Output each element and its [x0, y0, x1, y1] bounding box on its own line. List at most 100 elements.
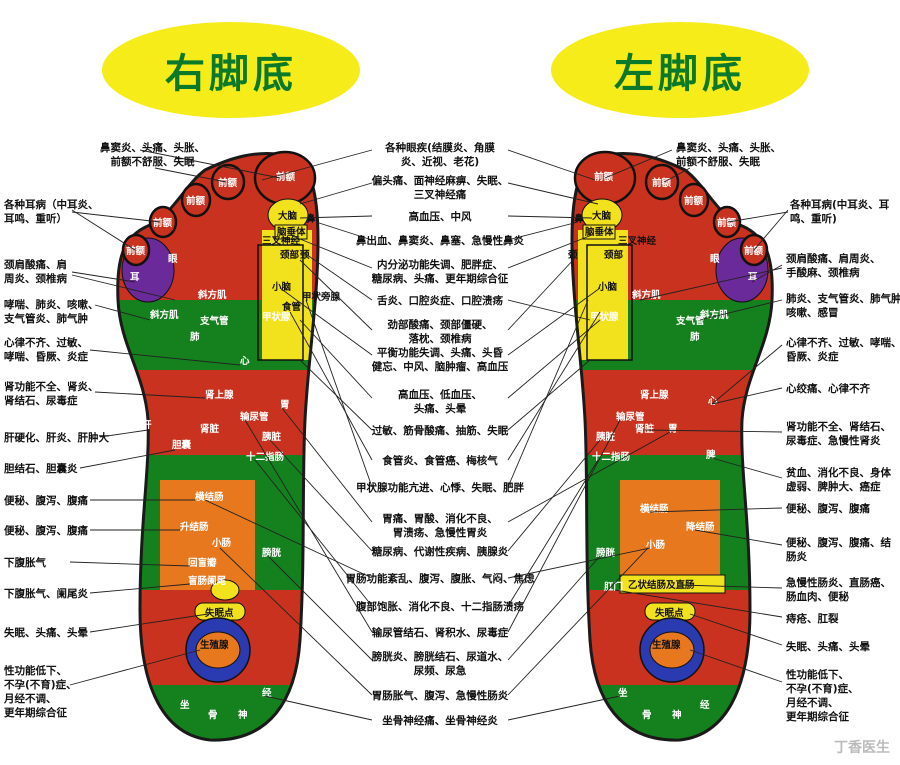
- zone-left-eye: 眼: [710, 254, 720, 265]
- zone-right-thyroid: 甲状腺: [262, 311, 291, 323]
- zone-right-pancreas: 胰脏: [262, 431, 282, 443]
- label-center-06: 舌炎、口腔炎症、口腔溃疡: [377, 295, 503, 307]
- zone-left-heart: 心: [708, 396, 718, 407]
- zone-left-bronchus: 支气管: [675, 315, 705, 327]
- label-center-07: 劲部酸痛、颈部僵硬、落枕、颈椎病: [387, 319, 493, 345]
- label-left-05: 心律不齐、过敏、哮喘、昏厥、炎症: [4, 337, 88, 363]
- zone-right-trapezius-1: 斜方肌: [197, 289, 227, 301]
- zone-right-bladder: 膀胱: [261, 547, 282, 559]
- label-left-02: 各种耳病（中耳炎、耳鸣、重听）: [4, 199, 99, 225]
- label-center-20: 坐骨神经痛、坐骨神经炎: [382, 715, 498, 727]
- label-center-18: 膀胱炎、膀胱结石、尿道水、尿频、尿急: [371, 651, 509, 677]
- zone-right-bronchus: 支气管: [199, 315, 229, 327]
- zone-left-trigeminal: 三叉神经: [618, 235, 657, 247]
- zone-left-sciatic-1: 坐: [618, 687, 628, 699]
- zone-right-forehead-2: 前额: [218, 177, 238, 189]
- zone-right-heart: 心: [240, 356, 250, 367]
- zone-right-forehead-5: 前额: [126, 245, 146, 257]
- right-sole-title-text: 右脚底: [165, 51, 297, 97]
- label-right-14: 性功能低下、不孕(不育)症、月经不调、更年期综合征: [786, 669, 859, 723]
- label-center-12: 甲状腺功能亢进、心悸、失眠、肥胖: [356, 482, 524, 494]
- label-center-17: 输尿管结石、肾积水、尿毒症: [371, 627, 509, 639]
- label-left-12: 下腹胀气、阑尾炎: [4, 588, 88, 600]
- label-right-02: 各种耳病(中耳炎、耳鸣、重听): [790, 199, 890, 225]
- label-left-07: 肝硬化、肝炎、肝肿大: [4, 432, 109, 444]
- zone-right-eye: 眼: [168, 254, 178, 265]
- zone-left-neck-region: 颈部: [603, 249, 624, 261]
- zone-left-cerebellum: 小脑: [597, 281, 618, 293]
- zone-left-sciatic-2: 骨: [642, 710, 652, 721]
- zone-left-gonad: 生殖腺: [652, 639, 681, 651]
- zone-left-pancreas: 胰脏: [596, 431, 616, 443]
- label-left-01: 鼻窦炎、头痛、头胀、前额不舒服、失眠: [100, 142, 205, 168]
- label-right-06: 心绞痛、心律不齐: [786, 383, 870, 395]
- zone-left-brain: 大脑: [592, 210, 612, 222]
- zone-left-transverse-colon: 横结肠: [640, 503, 669, 515]
- zone-left-neck: 颈: [567, 250, 578, 261]
- label-center-16: 腹部饱胀、消化不良、十二指肠溃疡: [356, 601, 524, 613]
- zone-left-ear: 耳: [748, 272, 758, 283]
- watermark: 丁香医生: [834, 740, 890, 756]
- label-left-09: 便秘、腹泻、腹痛: [4, 495, 88, 507]
- left-sole-title-text: 左脚底: [614, 51, 746, 97]
- zone-right-ileocecal-valve: 回盲瓣: [188, 557, 217, 569]
- label-right-05: 心律不齐、过敏、哮喘、昏厥、炎症: [786, 337, 900, 363]
- zone-right-cerebellum: 小脑: [271, 281, 292, 293]
- zone-left-forehead-3: 前额: [684, 195, 704, 207]
- label-center-02: 偏头痛、面神经麻痹、失眠、三叉神经痛: [371, 175, 509, 201]
- label-right-12: 痔疮、肛裂: [786, 613, 839, 625]
- zone-right-ureter: 输尿管: [240, 411, 269, 423]
- label-left-13: 失眠、头痛、头晕: [4, 627, 88, 639]
- label-left-10: 便秘、腹泻、腹痛: [4, 525, 88, 537]
- zone-right-cecum-appendix: 盲肠阑尾: [188, 575, 227, 587]
- label-left-03: 颈肩酸痛、肩周炎、颈椎病: [4, 259, 67, 285]
- zone-left-small-intestine: 小肠: [645, 539, 666, 551]
- zone-left-forehead-5: 前额: [744, 245, 764, 257]
- label-left-08: 胆结石、胆囊炎: [4, 463, 78, 475]
- left-foot: 前额 前额 前额 前额 前额 大脑 脑垂体 鼻 颈 眼 耳 斜方肌 斜方肌 肺 …: [567, 150, 774, 742]
- label-left-11: 下腹胀气: [4, 557, 46, 569]
- zone-left-descending-colon: 降结肠: [686, 521, 715, 533]
- right-sole-title: 右脚底: [102, 22, 360, 118]
- label-right-08: 贫血、消化不良、身体虚弱、脾肿大、癌症: [786, 467, 891, 493]
- zone-left-trapezius-1: 斜方肌: [631, 289, 661, 301]
- zone-right-nose: 鼻: [306, 213, 316, 225]
- zone-right-insomnia-point: 失眠点: [205, 607, 234, 619]
- zone-right-brain: 大脑: [278, 210, 298, 222]
- label-center-19: 胃肠胀气、腹泻、急慢性肠炎: [371, 690, 509, 702]
- zone-right-gallbladder: 胆囊: [172, 439, 192, 451]
- zone-right-parathyroid: 甲状旁腺: [302, 291, 341, 303]
- label-right-01: 鼻窦炎、头痛、头胀、前额不舒服、失眠: [676, 142, 781, 168]
- zone-left-thyroid: 甲状腺: [590, 311, 619, 323]
- zone-right-forehead-3: 前额: [186, 195, 206, 207]
- zone-left-lung: 肺: [689, 331, 700, 343]
- zone-right-transverse-colon: 横结肠: [195, 491, 224, 503]
- zone-right-liver: 肝: [142, 420, 152, 431]
- zone-left-sciatic-4: 经: [700, 699, 710, 711]
- zone-right-sciatic-3: 神: [238, 709, 248, 721]
- zone-right-forehead-1: 前额: [276, 171, 296, 183]
- zone-right-ear: 耳: [130, 272, 140, 283]
- zone-left-insomnia-point: 失眠点: [655, 607, 684, 619]
- zone-left-nose: 鼻: [574, 213, 584, 225]
- zone-left-sciatic-3: 神: [672, 709, 682, 721]
- zone-left-sigmoid-rectum: 乙状结肠及直肠: [628, 579, 695, 591]
- label-center-01: 各种眼疾(结膜炎、角膜炎、近视、老花): [385, 142, 495, 168]
- left-sole-title: 左脚底: [551, 22, 809, 118]
- zone-right-esophagus: 食管: [281, 301, 302, 313]
- zone-left-forehead-2: 前额: [652, 177, 672, 189]
- label-left-14: 性功能低下、不孕(不育)症、月经不调、更年期综合征: [4, 665, 77, 719]
- zone-right-gonad: 生殖腺: [200, 639, 229, 651]
- zone-right-lung: 肺: [189, 331, 200, 343]
- label-center-09: 高血压、低血压、头痛、头晕: [398, 389, 482, 415]
- zone-left-spleen: 脾: [705, 449, 716, 461]
- label-center-10: 过敏、筋骨酸痛、抽筋、失眠: [371, 425, 509, 437]
- label-center-04: 鼻出血、鼻窦炎、鼻塞、急慢性鼻炎: [356, 235, 524, 247]
- zone-left-kidney: 肾脏: [635, 423, 655, 435]
- zone-right-kidney: 肾脏: [200, 423, 220, 435]
- label-center-15: 胃肠功能紊乱、腹泻、腹胀、气闷、焦虑: [345, 573, 535, 585]
- zone-left-forehead-1: 前额: [594, 171, 614, 183]
- label-right-03: 颈肩酸痛、肩周炎、手酸麻、颈椎病: [786, 253, 881, 279]
- zone-left-forehead-4: 前额: [717, 217, 737, 229]
